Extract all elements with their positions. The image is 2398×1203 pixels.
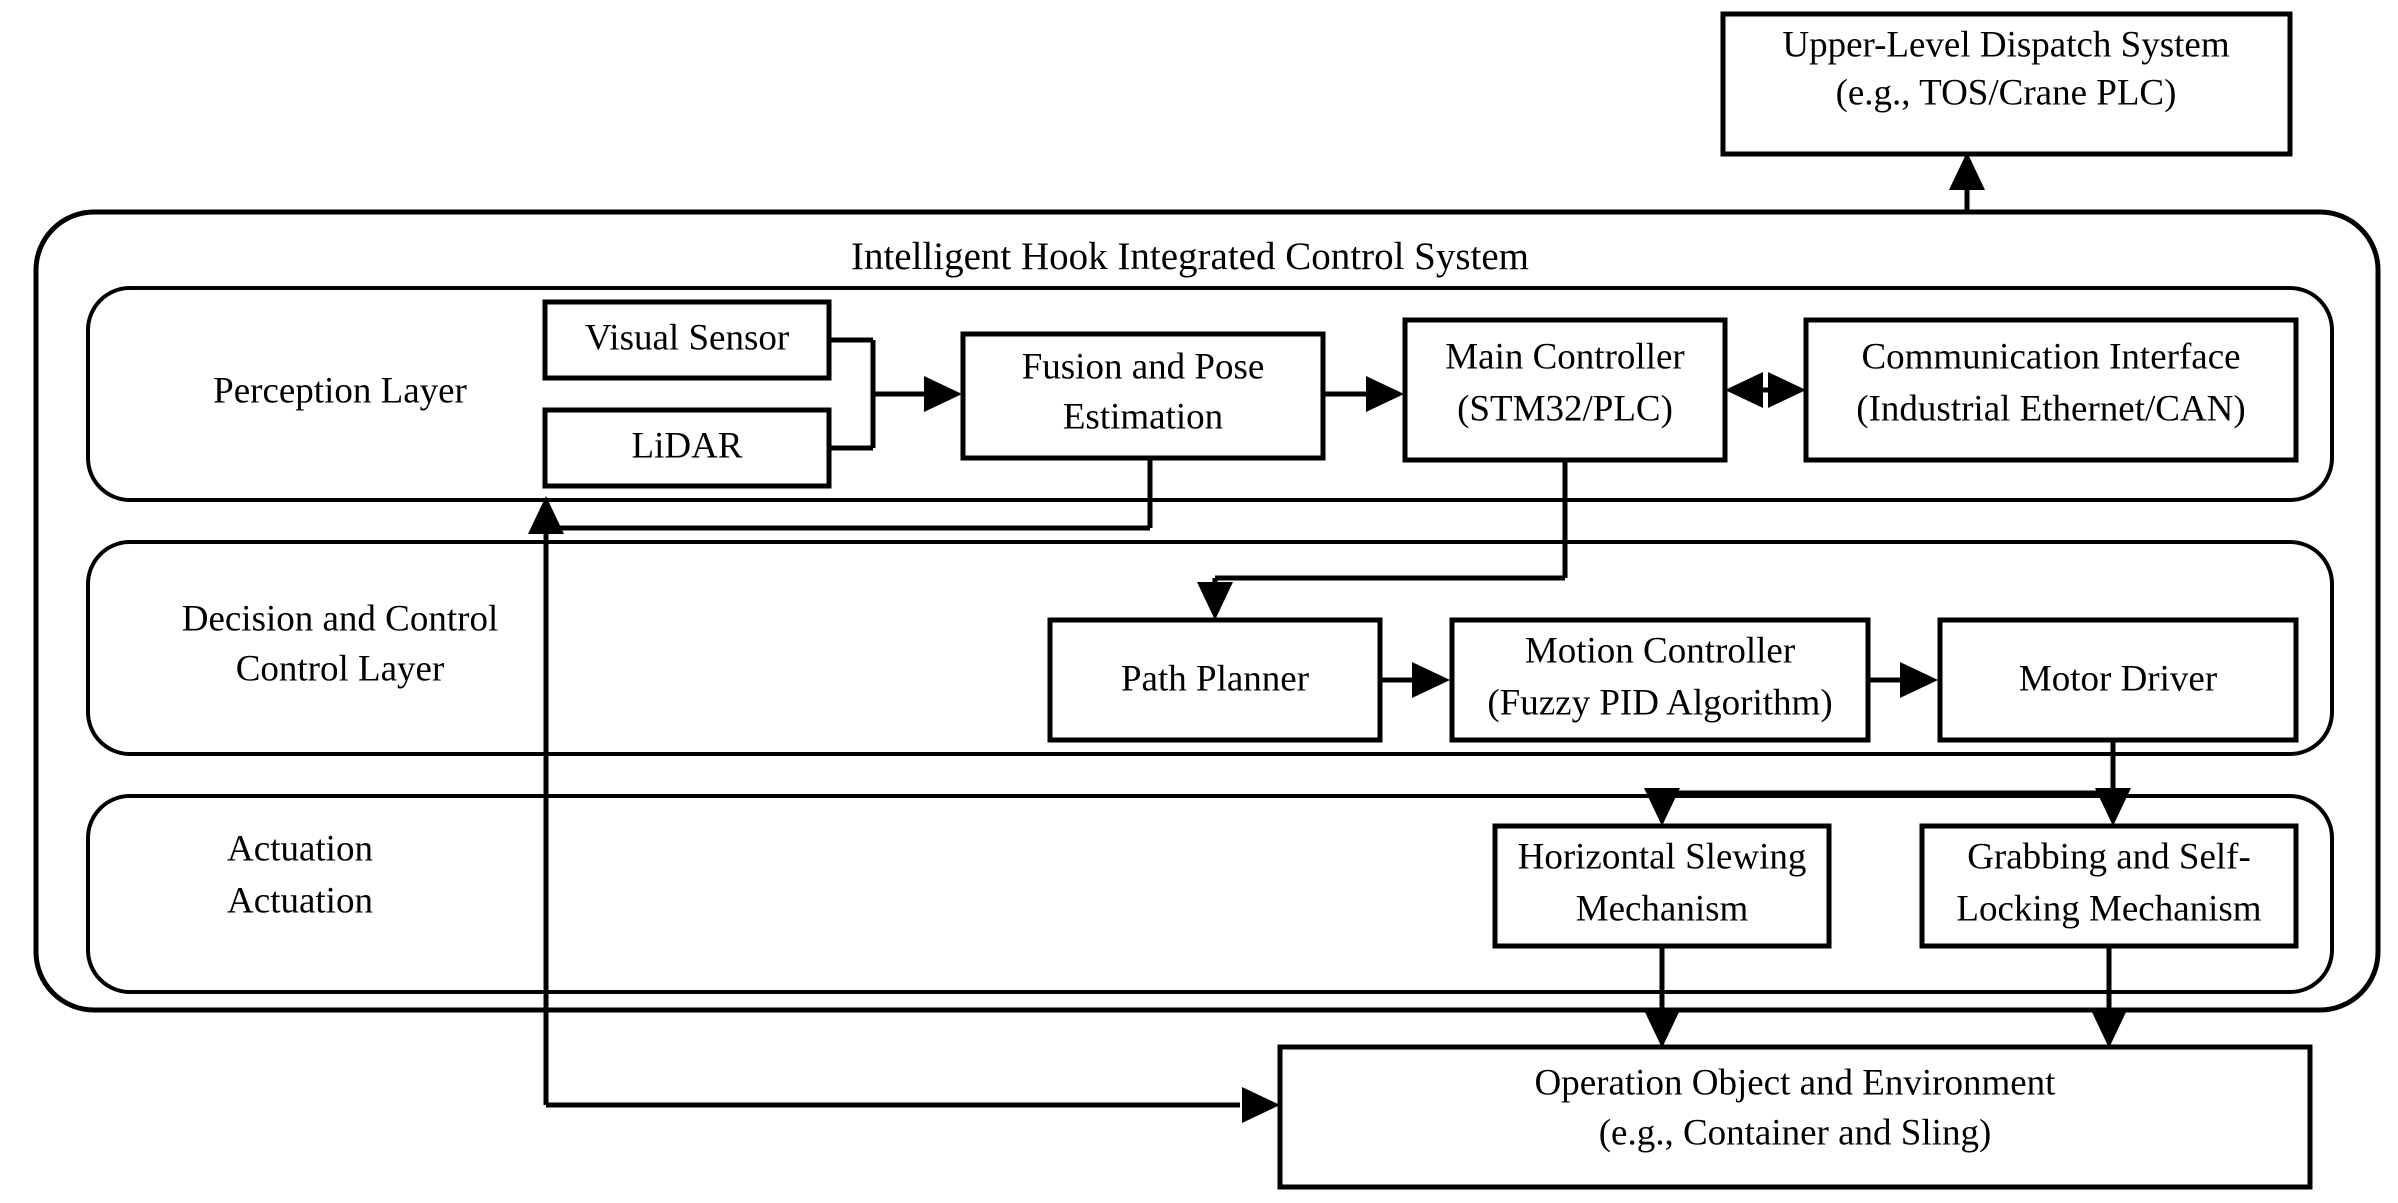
- fusion-label-line2: Estimation: [1063, 396, 1223, 437]
- path-planner-label: Path Planner: [1121, 658, 1309, 699]
- main-controller-label-line2: (STM32/PLC): [1457, 388, 1673, 429]
- arrow-head-into-operation-object-left: [1242, 1087, 1280, 1123]
- communication-interface-box[interactable]: [1803, 317, 2299, 463]
- horizontal-slewing-label-line2: Mechanism: [1576, 888, 1749, 929]
- visual-sensor-box[interactable]: [542, 299, 832, 381]
- upper-level-dispatch-label-line1: Upper-Level Dispatch System: [1782, 24, 2229, 65]
- lidar-label: LiDAR: [632, 425, 743, 466]
- lidar-box[interactable]: [542, 407, 832, 489]
- decision-control-layer-label-line1: Decision and Control: [182, 598, 499, 639]
- connector-main-controller-comm-double-arrow: [1725, 372, 1806, 408]
- arrow-head-into-path-planner: [1197, 582, 1233, 620]
- decision-control-layer-label-line2: Control Layer: [236, 648, 445, 689]
- operation-object-label-line1: Operation Object and Environment: [1535, 1062, 2057, 1103]
- arrow-head-slewing-to-operation-object: [1644, 1010, 1680, 1048]
- motor-driver-box[interactable]: [1937, 617, 2299, 743]
- arrow-head-up-to-lidar: [528, 496, 564, 534]
- horizontal-slewing-label-line1: Horizontal Slewing: [1518, 836, 1807, 877]
- motion-controller-box[interactable]: [1449, 617, 1871, 743]
- upper-level-dispatch-box[interactable]: [1720, 11, 2293, 157]
- actuation-layer-label-line2: Actuation: [227, 880, 373, 921]
- horizontal-slewing-box[interactable]: [1492, 823, 1832, 949]
- arrow-head-into-fusion: [924, 376, 962, 412]
- arrow-head-left-to-main-controller: [1725, 372, 1763, 408]
- connector-motor-driver-to-actuators: [1644, 740, 2131, 826]
- node-lidar[interactable]: LiDAR: [542, 407, 832, 489]
- node-fusion-and-pose-estimation[interactable]: Fusion and Pose Estimation: [960, 331, 1326, 461]
- grabbing-locking-label-line2: Locking Mechanism: [1956, 888, 2261, 929]
- connector-sensors-merge-to-fusion: [829, 337, 962, 451]
- arrow-head-into-grabbing-locking: [2095, 788, 2131, 826]
- arrow-head-into-horizontal-slewing: [1644, 788, 1680, 826]
- connector-actuators-to-operation-object: [1644, 946, 2127, 1048]
- motion-controller-label-line2: (Fuzzy PID Algorithm): [1487, 682, 1832, 723]
- connector-fusion-to-main-controller: [1323, 376, 1404, 412]
- operation-object-box[interactable]: [1277, 1044, 2313, 1190]
- node-operation-object-environment[interactable]: Operation Object and Environment (e.g., …: [1277, 1044, 2313, 1190]
- node-main-controller[interactable]: Main Controller (STM32/PLC): [1402, 317, 1728, 463]
- grabbing-locking-label-line1: Grabbing and Self-: [1967, 836, 2251, 877]
- visual-sensor-label: Visual Sensor: [585, 317, 789, 358]
- motion-controller-label-line1: Motion Controller: [1525, 630, 1795, 671]
- arrow-head-grabbing-to-operation-object: [2091, 1010, 2127, 1048]
- fusion-label-line1: Fusion and Pose: [1022, 346, 1265, 387]
- main-controller-box[interactable]: [1402, 317, 1728, 463]
- connector-path-planner-to-motion-controller: [1380, 662, 1450, 698]
- connector-fusion-feedback-to-lidar: [528, 458, 1153, 534]
- connector-operation-object-feedback-to-perception: [543, 524, 1280, 1123]
- actuation-layer-label-line1: Actuation: [227, 828, 373, 869]
- arrow-head-into-motor-driver: [1900, 662, 1938, 698]
- communication-interface-label-line1: Communication Interface: [1861, 336, 2240, 377]
- node-horizontal-slewing-mechanism[interactable]: Horizontal Slewing Mechanism: [1492, 823, 1832, 949]
- node-grabbing-self-locking-mechanism[interactable]: Grabbing and Self- Locking Mechanism: [1919, 823, 2299, 949]
- motor-driver-label: Motor Driver: [2019, 658, 2217, 699]
- operation-object-label-line2: (e.g., Container and Sling): [1599, 1112, 1992, 1153]
- arrow-head-right-to-comm: [1768, 372, 1806, 408]
- arrow-head-into-main-controller: [1366, 376, 1404, 412]
- communication-interface-label-line2: (Industrial Ethernet/CAN): [1856, 388, 2245, 429]
- arrow-head-into-motion-controller: [1412, 662, 1450, 698]
- node-path-planner[interactable]: Path Planner: [1047, 617, 1383, 743]
- main-controller-label-line1: Main Controller: [1445, 336, 1684, 377]
- perception-layer-label: Perception Layer: [213, 370, 467, 411]
- connector-motion-controller-to-motor-driver: [1868, 662, 1938, 698]
- system-title: Intelligent Hook Integrated Control Syst…: [851, 235, 1529, 278]
- node-visual-sensor[interactable]: Visual Sensor: [542, 299, 832, 381]
- path-planner-box[interactable]: [1047, 617, 1383, 743]
- node-upper-level-dispatch[interactable]: Upper-Level Dispatch System (e.g., TOS/C…: [1720, 11, 2293, 157]
- node-motor-driver[interactable]: Motor Driver: [1937, 617, 2299, 743]
- node-communication-interface[interactable]: Communication Interface (Industrial Ethe…: [1803, 317, 2299, 463]
- connector-main-controller-to-path-planner: [1197, 460, 1568, 620]
- node-motion-controller[interactable]: Motion Controller (Fuzzy PID Algorithm): [1449, 617, 1871, 743]
- arrow-head-up-to-dispatch: [1949, 152, 1985, 190]
- upper-level-dispatch-label-line2: (e.g., TOS/Crane PLC): [1836, 72, 2177, 113]
